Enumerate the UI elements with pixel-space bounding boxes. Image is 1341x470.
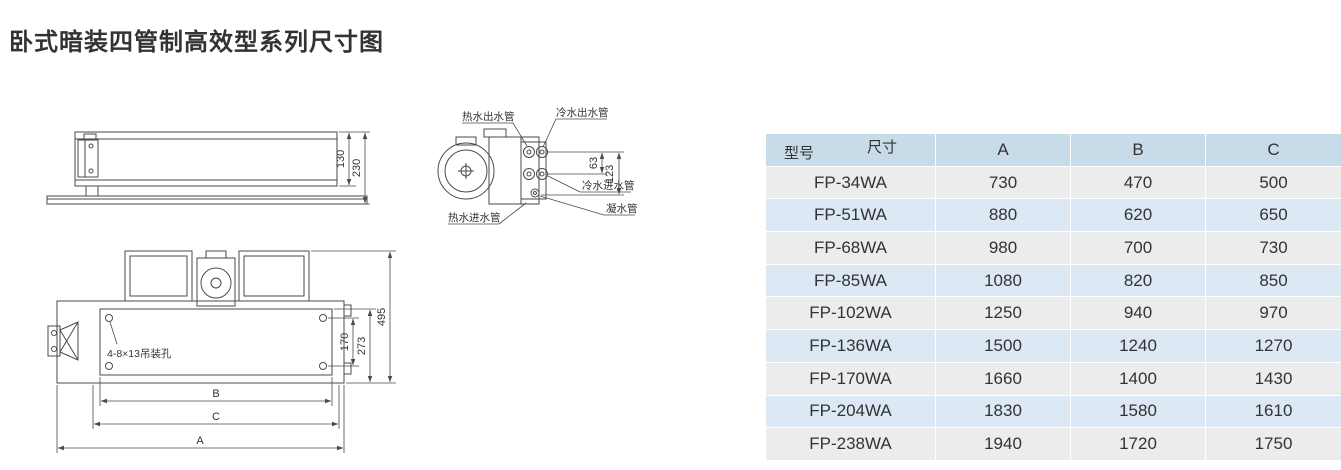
top-view-body: [47, 250, 352, 384]
model-cell: FP-170WA: [765, 361, 936, 396]
dim-b-cell: 1240: [1070, 329, 1206, 363]
end-view-dim-lines: [541, 151, 624, 196]
model-cell: FP-238WA: [765, 427, 936, 461]
table-row: FP-204WA 1830 1580 1610: [765, 394, 1341, 429]
cold-water-outlet-label: 冷水出水管: [556, 106, 609, 119]
end-view-leader-lines: [448, 118, 635, 225]
dimension-table: 尺寸 型号 A B C FP-34WA 730 470 500 FP-51WA …: [765, 133, 1341, 461]
end-view-drawing: 热水出水管 冷水出水管 冷水进水管 凝水管 热水进水管 63 123: [437, 106, 638, 225]
hot-water-outlet-label: 热水出水管: [462, 110, 515, 123]
dim-a-cell: 1080: [935, 263, 1071, 298]
side-view-body: [46, 131, 368, 205]
model-cell: FP-204WA: [765, 394, 936, 429]
dim-c-cell: 1270: [1205, 329, 1341, 363]
dim-a-cell: 1500: [935, 329, 1071, 363]
dim-c-cell: 1750: [1205, 427, 1341, 461]
header-size-label: 尺寸: [866, 139, 897, 156]
table-row: FP-170WA 1660 1400 1430: [765, 361, 1341, 396]
end-dim-63-label: 63: [588, 157, 600, 169]
header-col-c: C: [1205, 133, 1341, 167]
top-dim-c-label: C: [212, 411, 220, 423]
condensate-pipe-label: 凝水管: [606, 202, 638, 215]
dim-a-cell: 980: [935, 231, 1071, 265]
dim-b-cell: 700: [1070, 231, 1206, 265]
top-view-drawing: 4-8×13吊装孔 170 273 495 B C A: [47, 250, 396, 453]
hanging-holes-label: 4-8×13吊装孔: [107, 347, 172, 360]
dim-c-cell: 1430: [1205, 361, 1341, 396]
dim-b-cell: 1720: [1070, 427, 1206, 461]
dim-c-cell: 1610: [1205, 394, 1341, 429]
model-cell: FP-51WA: [765, 198, 936, 233]
top-view-dim-lines: [56, 250, 396, 453]
dim-b-cell: 1580: [1070, 394, 1206, 429]
table-header-row: 尺寸 型号 A B C: [765, 133, 1341, 167]
dim-a-cell: 1250: [935, 296, 1071, 331]
side-view-drawing: 130 230: [46, 131, 370, 205]
dim-a-cell: 1830: [935, 394, 1071, 429]
header-model-size-cell: 尺寸 型号: [765, 133, 936, 167]
side-dim-130-label: 130: [335, 150, 347, 168]
dim-c-cell: 500: [1205, 165, 1341, 200]
dim-a-cell: 880: [935, 198, 1071, 233]
model-cell: FP-85WA: [765, 263, 936, 298]
dim-b-cell: 1400: [1070, 361, 1206, 396]
dim-c-cell: 850: [1205, 263, 1341, 298]
model-cell: FP-102WA: [765, 296, 936, 331]
side-view-dim-lines: [339, 131, 370, 205]
model-cell: FP-34WA: [765, 165, 936, 200]
top-view-leader-lines: [109, 321, 118, 345]
end-view-body: [437, 128, 548, 205]
dim-b-cell: 470: [1070, 165, 1206, 200]
table-row: FP-51WA 880 620 650: [765, 198, 1341, 233]
table-row: FP-102WA 1250 940 970: [765, 296, 1341, 331]
end-dim-123-label: 123: [604, 165, 616, 183]
model-cell: FP-68WA: [765, 231, 936, 265]
dimension-drawings: 130 230: [46, 106, 638, 453]
table-row: FP-34WA 730 470 500: [765, 165, 1341, 200]
top-dim-b-label: B: [212, 388, 219, 400]
dim-c-cell: 730: [1205, 231, 1341, 265]
top-dim-273-label: 273: [356, 337, 368, 355]
cold-water-inlet-label: 冷水进水管: [582, 179, 635, 192]
table-row: FP-68WA 980 700 730: [765, 231, 1341, 265]
page-title: 卧式暗装四管制高效型系列尺寸图: [9, 29, 384, 56]
hot-water-inlet-label: 热水进水管: [448, 211, 501, 224]
table-row: FP-85WA 1080 820 850: [765, 263, 1341, 298]
table-row: FP-136WA 1500 1240 1270: [765, 329, 1341, 363]
dim-b-cell: 620: [1070, 198, 1206, 233]
header-col-a: A: [935, 133, 1071, 167]
model-cell: FP-136WA: [765, 329, 936, 363]
top-dim-170-label: 170: [339, 333, 351, 351]
dim-c-cell: 970: [1205, 296, 1341, 331]
dim-a-cell: 1940: [935, 427, 1071, 461]
dim-a-cell: 1660: [935, 361, 1071, 396]
table-row: FP-238WA 1940 1720 1750: [765, 427, 1341, 461]
side-dim-230-label: 230: [351, 159, 363, 177]
dim-b-cell: 940: [1070, 296, 1206, 331]
dim-b-cell: 820: [1070, 263, 1206, 298]
header-model-label: 型号: [784, 144, 815, 162]
top-dim-a-label: A: [196, 435, 204, 447]
header-col-b: B: [1070, 133, 1206, 167]
dim-c-cell: 650: [1205, 198, 1341, 233]
top-dim-495-label: 495: [376, 308, 388, 326]
dim-a-cell: 730: [935, 165, 1071, 200]
